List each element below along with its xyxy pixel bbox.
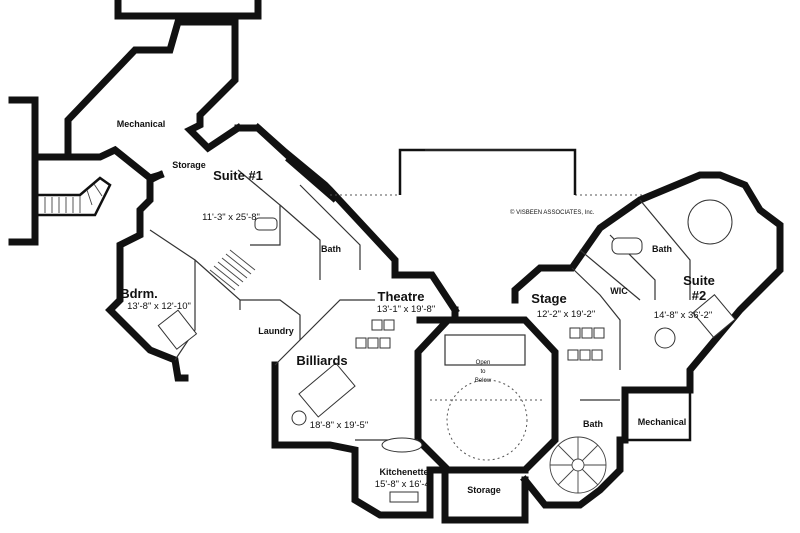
pool-table-icon xyxy=(298,362,356,418)
room-label-mechanical-right: Mechanical xyxy=(638,417,687,427)
exterior-walls xyxy=(8,18,784,524)
furniture xyxy=(157,199,736,503)
seat-icon xyxy=(581,327,593,339)
room-dims-bdrm: 13'-8" x 12'-10" xyxy=(127,301,191,312)
stair-center xyxy=(209,249,256,291)
room-dims-suite1: 11'-3" x 25'-8" xyxy=(202,212,260,223)
room-label-bdrm: Bdrm. xyxy=(120,286,158,301)
island-icon xyxy=(389,491,419,503)
seat-icon xyxy=(383,319,395,331)
room-dims-theatre: 13'-1" x 19'-8" xyxy=(377,304,435,315)
room-label-open-1: Open xyxy=(476,360,491,366)
room-label-theatre: Theatre xyxy=(378,289,425,304)
seat-icon xyxy=(379,337,391,349)
round-table-icon xyxy=(291,410,307,426)
room-dims-suite2: 14'-8" x 36'-2" xyxy=(654,310,712,321)
room-label-mechanical-top: Mechanical xyxy=(117,119,166,129)
room-label-bath1: Bath xyxy=(321,244,341,254)
bed-icon xyxy=(157,309,198,350)
room-label-billiards: Billiards xyxy=(296,353,347,368)
room-dims-kitchenette: 15'-8" x 16'-4" xyxy=(375,479,433,490)
room-label-open-3: Below xyxy=(475,378,492,384)
room-label-open-2: to xyxy=(480,369,486,375)
seat-icon xyxy=(367,337,379,349)
open-to-below-area xyxy=(430,334,545,461)
room-label-kitchenette: Kitchenette xyxy=(379,467,428,477)
dining-table-icon xyxy=(381,437,423,453)
interior-walls xyxy=(149,169,691,474)
seat-icon xyxy=(371,319,383,331)
seat-icon xyxy=(569,327,581,339)
spiral-stair xyxy=(549,436,607,494)
tub-icon xyxy=(611,237,643,255)
room-label-bath2: Bath xyxy=(652,244,672,254)
stair-left xyxy=(44,183,103,213)
stairs xyxy=(44,183,607,494)
tub-icon xyxy=(254,217,278,231)
room-label-bath3: Bath xyxy=(583,419,603,429)
room-dims-billiards: 18'-8" x 19'-5" xyxy=(310,420,368,431)
room-label-wic: WIC xyxy=(610,286,628,296)
seat-icon xyxy=(579,349,591,361)
seat-icon xyxy=(591,349,603,361)
room-label-stage: Stage xyxy=(531,291,566,306)
room-label-storage-top: Storage xyxy=(172,160,206,170)
bed-icon xyxy=(692,294,736,338)
round-table-icon xyxy=(654,327,676,349)
seat-icon xyxy=(593,327,605,339)
room-dims-stage: 12'-2" x 19'-2" xyxy=(537,309,595,320)
room-labels: Mechanical Storage Suite #1 11'-3" x 25'… xyxy=(117,119,715,495)
seat-icon xyxy=(355,337,367,349)
seat-icon xyxy=(567,349,579,361)
room-label-storage-bottom: Storage xyxy=(467,485,501,495)
room-label-suite2-number: #2 xyxy=(692,288,706,303)
room-label-suite2: Suite xyxy=(683,273,715,288)
room-label-laundry: Laundry xyxy=(258,326,294,336)
copyright-text: © VISBEEN ASSOCIATES, Inc. xyxy=(510,209,595,216)
upper-structure xyxy=(114,0,262,20)
tub-icon xyxy=(687,199,733,245)
room-label-suite1: Suite #1 xyxy=(213,168,263,183)
